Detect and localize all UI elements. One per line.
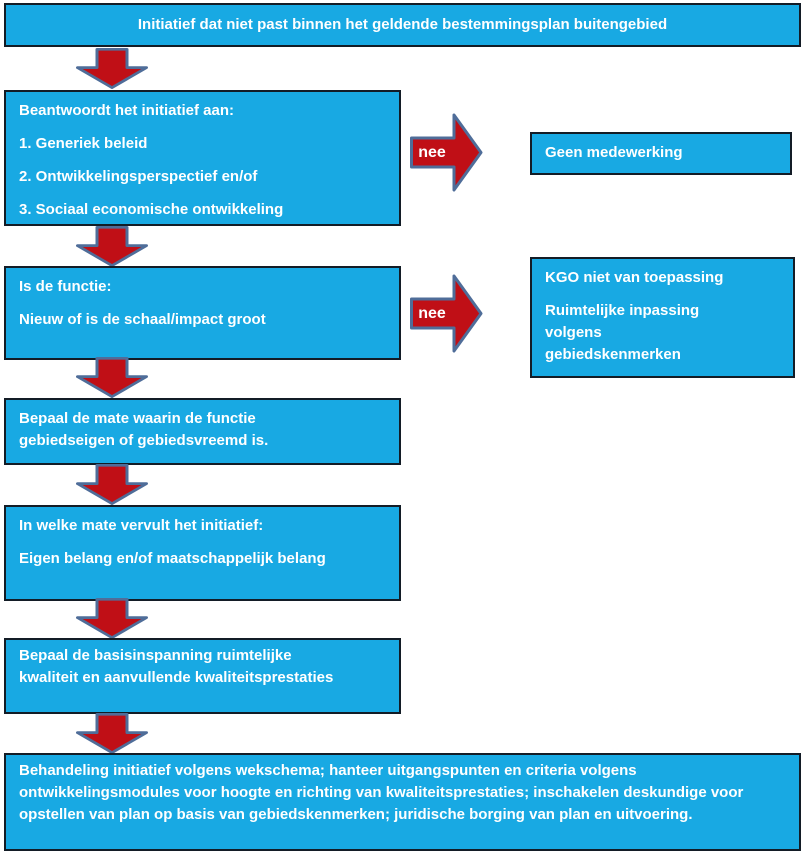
belang-box: In welke mate vervult het initiatief: Ei…	[4, 505, 401, 601]
kgo-line-1: KGO niet van toepassing	[545, 269, 724, 286]
geen-medewerking-box: Geen medewerking	[530, 132, 792, 175]
behandeling-box: Behandeling initiatief volgens wekschema…	[4, 753, 801, 851]
down-arrow-icon	[76, 713, 148, 754]
kgo-line-2: Ruimtelijke inpassing volgens gebiedsken…	[545, 302, 700, 363]
right-arrow-icon	[410, 274, 483, 353]
function-line-2: Nieuw of is de schaal/impact groot	[19, 311, 266, 328]
criteria-box: Beantwoordt het initiatief aan: 1. Gener…	[4, 90, 401, 226]
nee-arrow-2: nee	[410, 274, 483, 353]
down-arrow-icon	[76, 464, 148, 505]
function-box: Is de functie: Nieuw of is de schaal/imp…	[4, 266, 401, 360]
belang-line-1: In welke mate vervult het initiatief:	[19, 517, 264, 534]
down-arrow-icon	[76, 598, 148, 639]
title-box: Initiatief dat niet past binnen het geld…	[4, 3, 801, 47]
function-line-1: Is de functie:	[19, 278, 112, 295]
geen-medewerking-text: Geen medewerking	[545, 144, 683, 161]
belang-line-2: Eigen belang en/of maatschappelijk belan…	[19, 550, 326, 567]
nee-label: nee	[418, 143, 446, 161]
mate-box: Bepaal de mate waarin de functie gebieds…	[4, 398, 401, 465]
down-arrow-icon	[76, 226, 148, 267]
criteria-item-1: 1. Generiek beleid	[19, 135, 148, 152]
criteria-item-3: 3. Sociaal economische ontwikkeling	[19, 201, 284, 218]
criteria-heading: Beantwoordt het initiatief aan:	[19, 102, 235, 119]
mate-text: Bepaal de mate waarin de functie gebieds…	[19, 410, 269, 449]
right-arrow-icon	[410, 113, 483, 192]
behandeling-text: Behandeling initiatief volgens wekschema…	[19, 762, 744, 823]
basisinspanning-text: Bepaal de basisinspanning ruimtelijke kw…	[19, 647, 334, 686]
criteria-item-2: 2. Ontwikkelingsperspectief en/of	[19, 168, 258, 185]
down-arrow-icon	[76, 48, 148, 89]
down-arrow-icon	[76, 357, 148, 398]
nee-label: nee	[418, 304, 446, 322]
nee-arrow-1: nee	[410, 113, 483, 192]
kgo-box: KGO niet van toepassing Ruimtelijke inpa…	[530, 257, 795, 378]
title-text: Initiatief dat niet past binnen het geld…	[137, 16, 668, 33]
basisinspanning-box: Bepaal de basisinspanning ruimtelijke kw…	[4, 638, 401, 714]
